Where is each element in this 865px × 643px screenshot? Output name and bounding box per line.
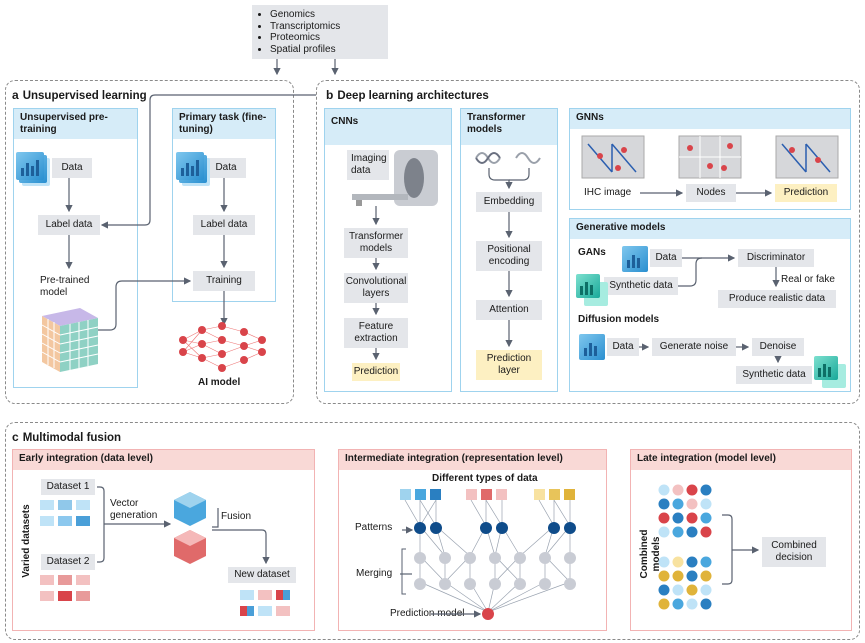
training-box: Training xyxy=(193,271,255,291)
panel-title: Early integration (data level) xyxy=(13,450,314,470)
panel-title: Primary task (fine-tuning) xyxy=(173,109,275,139)
transformer-models-box: Transformer models xyxy=(344,228,408,258)
section-c-letter: c xyxy=(12,430,19,444)
positional-encoding-box: Positional encoding xyxy=(476,241,542,271)
ihc-image-label: IHC image xyxy=(584,187,632,198)
feature-extraction-box: Feature extraction xyxy=(344,318,408,348)
real-or-fake-label: Real or fake xyxy=(781,274,835,285)
omics-item: Genomics xyxy=(270,9,380,21)
omics-box: Genomics Transcriptomics Proteomics Spat… xyxy=(252,5,388,59)
embedding-box: Embedding xyxy=(476,192,542,212)
discriminator-box: Discriminator xyxy=(738,249,814,267)
prediction-model-label: Prediction model xyxy=(390,608,465,619)
fusion-label: Fusion xyxy=(221,511,252,522)
gan-synthetic-box: Synthetic data xyxy=(604,277,678,295)
imaging-data-box: Imaging data xyxy=(347,150,389,180)
section-b-letter: b xyxy=(326,88,334,102)
combined-models-label: Combined models xyxy=(639,529,662,579)
omics-item: Spatial profiles xyxy=(270,44,380,56)
omics-item: Transcriptomics xyxy=(270,21,380,33)
omics-item: Proteomics xyxy=(270,32,380,44)
combined-decision-box: Combined decision xyxy=(762,537,826,567)
section-a-title-text: Unsupervised learning xyxy=(22,90,147,102)
section-c-title-text: Multimodal fusion xyxy=(22,432,122,444)
dataset-2-box: Dataset 2 xyxy=(41,554,95,570)
section-c-container xyxy=(5,422,860,640)
denoise-box: Denoise xyxy=(752,338,804,356)
patterns-label: Patterns xyxy=(355,522,393,533)
panel-title: CNNs xyxy=(325,109,451,145)
panel-title: Generative models xyxy=(570,219,850,239)
dataset-1-box: Dataset 1 xyxy=(41,479,95,495)
attention-box: Attention xyxy=(476,300,542,320)
panel-title: GNNs xyxy=(570,109,850,129)
prediction-layer-box: Prediction layer xyxy=(476,350,542,380)
produce-realistic-box: Produce realistic data xyxy=(718,290,836,308)
generate-noise-box: Generate noise xyxy=(652,338,736,356)
varied-datasets-label: Varied datasets xyxy=(21,504,32,578)
data-box: Data xyxy=(206,158,246,178)
synthetic-data-box: Synthetic data xyxy=(736,366,812,384)
label-data-box: Label data xyxy=(38,215,100,235)
section-a-letter: a xyxy=(12,88,19,102)
section-a-container xyxy=(5,80,294,404)
gans-label: GANs xyxy=(578,247,606,258)
new-dataset-box: New dataset xyxy=(228,567,296,583)
panel-title: Transformer models xyxy=(461,109,557,145)
gnn-prediction-box: Prediction xyxy=(775,184,837,202)
diffusion-label: Diffusion models xyxy=(578,314,660,325)
section-b-container xyxy=(316,80,860,404)
convolutional-layers-box: Convolutional layers xyxy=(344,273,408,303)
prediction-box: Prediction xyxy=(352,363,400,381)
vector-generation-label: Vector generation xyxy=(110,498,158,521)
gan-data-box: Data xyxy=(650,249,682,267)
data-types-label: Different types of data xyxy=(432,473,538,484)
panel-title: Late integration (model level) xyxy=(631,450,851,470)
data-box: Data xyxy=(52,158,92,178)
panel-title: Unsupervised pre-training xyxy=(14,109,137,139)
nodes-box: Nodes xyxy=(686,184,736,202)
panel-unsupervised-pretraining: Unsupervised pre-training xyxy=(13,108,138,388)
pretrained-model-label: Pre-trained model xyxy=(40,275,90,298)
diffusion-data-box: Data xyxy=(607,338,639,356)
ai-model-label: AI model xyxy=(198,377,241,388)
panel-title: Intermediate integration (representation… xyxy=(339,450,606,470)
merging-label: Merging xyxy=(356,568,393,579)
label-data-box: Label data xyxy=(193,215,255,235)
panel-early-integration: Early integration (data level) xyxy=(12,449,315,631)
section-b-title-text: Deep learning architectures xyxy=(337,90,489,102)
